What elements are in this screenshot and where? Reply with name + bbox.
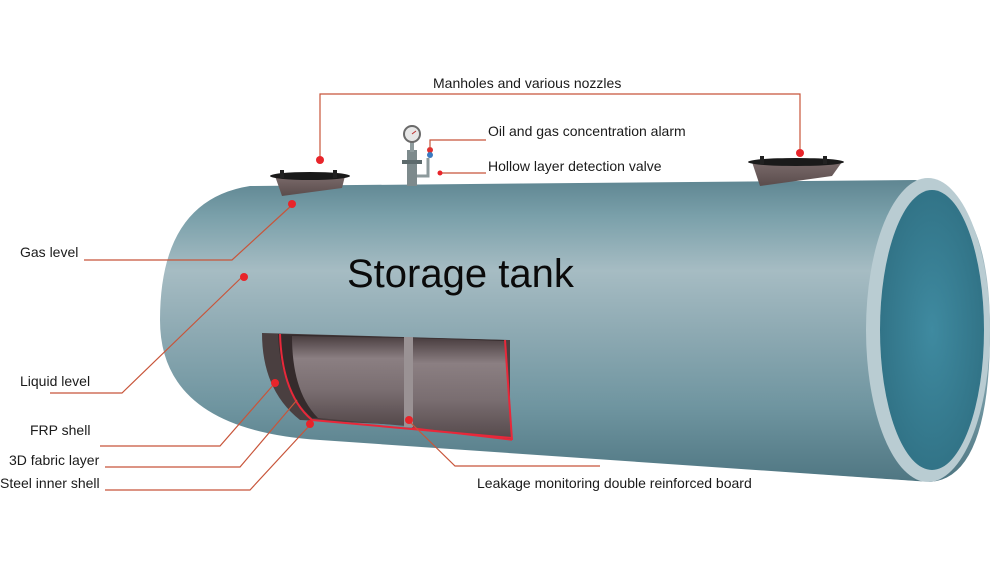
leader-alarm [429, 139, 486, 148]
label-manholes: Manholes and various nozzles [433, 75, 622, 91]
dot-manhole-left [316, 156, 324, 164]
label-frp-shell: FRP shell [30, 422, 91, 438]
leader-frp-shell [100, 382, 276, 447]
leader-manholes [319, 93, 801, 158]
dot-valve [437, 170, 443, 176]
leader-leakage-board [408, 420, 600, 467]
dot-gas-level [288, 200, 296, 208]
manhole-left [270, 170, 350, 196]
label-alarm: Oil and gas concentration alarm [488, 123, 686, 139]
label-fabric-layer: 3D fabric layer [9, 452, 100, 468]
dot-manhole-right [796, 149, 804, 157]
leader-gas-level [84, 204, 293, 261]
leader-liquid-level [50, 276, 243, 394]
label-valve: Hollow layer detection valve [488, 158, 662, 174]
cutaway-section [262, 333, 513, 441]
dot-steel-shell [306, 420, 314, 428]
marker-dots [240, 149, 804, 428]
manhole-right [748, 156, 844, 186]
leader-fabric-layer [105, 399, 298, 468]
leader-lines [50, 93, 801, 491]
pressure-gauge-assembly [402, 125, 433, 186]
diagram-title: Storage tank [347, 252, 574, 296]
leader-steel-shell [105, 424, 311, 491]
dot-liquid-level [240, 273, 248, 281]
label-liquid-level: Liquid level [20, 373, 91, 389]
label-steel-shell: Steel inner shell [0, 475, 100, 491]
dot-leakage-board [405, 416, 413, 424]
label-gas-level: Gas level [20, 244, 79, 260]
dot-frp-shell [271, 379, 279, 387]
label-leakage-board: Leakage monitoring double reinforced boa… [477, 475, 752, 491]
